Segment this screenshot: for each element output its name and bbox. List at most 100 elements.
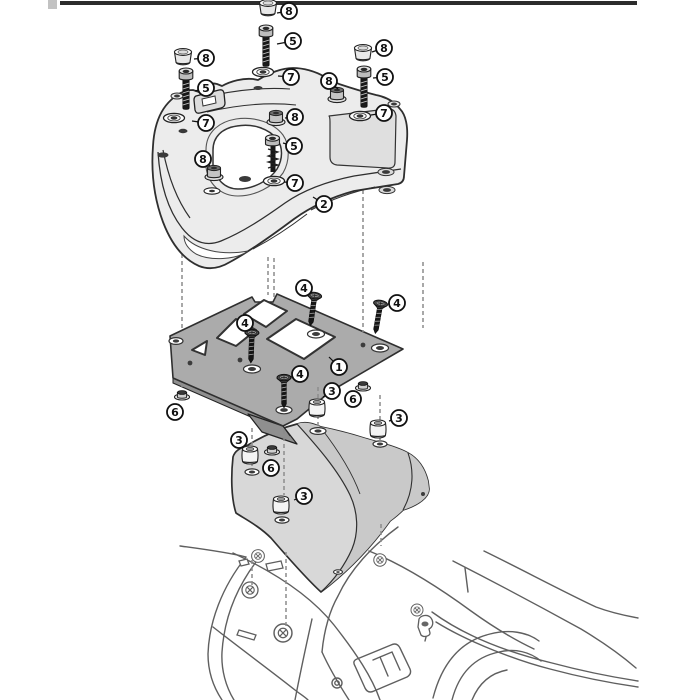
countersunk-screw [367,298,389,336]
callout-circle [262,459,280,477]
callout-number: 8 [291,111,299,124]
socket-screw [258,24,274,68]
mounting-plate [168,293,404,445]
callout-7: 7 [370,104,393,122]
cover-right-lip [402,452,413,511]
tail-center-seam-3 [321,651,350,700]
rubber-cap [173,48,193,66]
callout-3: 3 [388,409,408,427]
spacer-bushing [241,445,259,465]
callout-4: 4 [290,365,309,383]
callout-8: 8 [284,108,304,126]
rack-boss [378,185,396,195]
rack-base-plate [151,67,409,269]
plate-recessed-hole [370,343,390,353]
callout-circle [280,2,298,20]
callout-number: 4 [241,317,249,330]
callout-7: 7 [277,68,300,86]
rack-apron-streak-1 [252,213,308,250]
callout-circle [197,114,215,132]
callout-circle [375,104,393,122]
callout-6: 6 [166,403,184,421]
callout-6: 6 [262,459,280,477]
rubber-bushing [204,164,224,182]
callout-7: 7 [191,114,215,132]
callout-circle [323,382,341,400]
cover-hole [372,440,388,448]
rack-boss-hole [253,86,263,90]
callout-5: 5 [194,79,215,97]
callout-circle [295,487,313,505]
callout-circle [166,403,184,421]
body-screw [373,553,387,567]
rack-apron-highlight [183,234,249,259]
callout-8: 8 [194,150,212,168]
callout-3: 3 [230,431,248,449]
callout-circle [230,431,248,449]
rubber-cap [353,44,373,62]
rack-center-hole [212,124,283,190]
rack-rib-2 [206,103,297,113]
washer [348,110,372,122]
body-hole [331,677,343,689]
rack-boss-hole [178,128,188,134]
plate-cutout [191,340,208,356]
callout-circle [285,137,303,155]
tail-left-outer-edge [207,556,247,700]
tail-right-outer-edge [483,550,639,619]
plate-front-bracket [247,413,298,445]
callout-circle [344,390,362,408]
callout-8: 8 [320,72,339,90]
cover-hole [309,427,327,436]
cover-hole [274,516,290,524]
taillight-arc-3 [471,669,508,700]
callout-5: 5 [282,137,303,155]
callout-1: 1 [328,356,348,376]
tail-panel-edge [232,552,381,700]
tail-left-top-edge [179,545,247,558]
grab-rail-lower [435,621,639,688]
motorcycle-tail [179,526,639,700]
body-screw [251,549,265,563]
callout-circle [197,49,215,67]
callout-5: 5 [372,68,394,86]
spacer-bushing [369,419,387,439]
callout-circle [194,150,212,168]
small-washer [203,187,221,195]
callout-5: 5 [276,32,302,50]
plate-bracket-fold [282,425,291,437]
washer [251,66,275,78]
callout-4: 4 [387,294,406,312]
callout-number: 6 [171,406,179,419]
plate-dot [237,357,243,363]
callout-2: 2 [312,195,333,213]
callout-number: 6 [349,393,357,406]
rack-boss-hole [157,152,169,158]
callout-7: 7 [283,174,304,192]
callout-circle [291,365,309,383]
cover-panel [230,421,430,593]
callout-number: 6 [267,462,275,475]
callout-number: 4 [393,297,401,310]
spacer-bushing [308,398,326,418]
callout-circle [295,279,313,297]
callout-number: 4 [296,368,304,381]
body-slot-3 [236,629,257,641]
callout-number: 3 [328,385,336,398]
callout-circle [330,358,348,376]
callout-number: 8 [199,153,207,166]
callout-3: 3 [322,382,341,400]
tail-lower-left-curve [212,626,309,700]
rack-boss-hole [239,176,251,182]
plate-recessed-hole [306,329,326,339]
grab-rail-upper [431,611,639,682]
rack-boss [170,92,184,100]
callout-number: 5 [290,140,298,153]
callout-number: 8 [380,42,388,55]
callout-circle [376,68,394,86]
corner-mark [48,0,57,9]
callout-4: 4 [295,279,313,297]
tail-right-mid-edge [452,560,637,669]
